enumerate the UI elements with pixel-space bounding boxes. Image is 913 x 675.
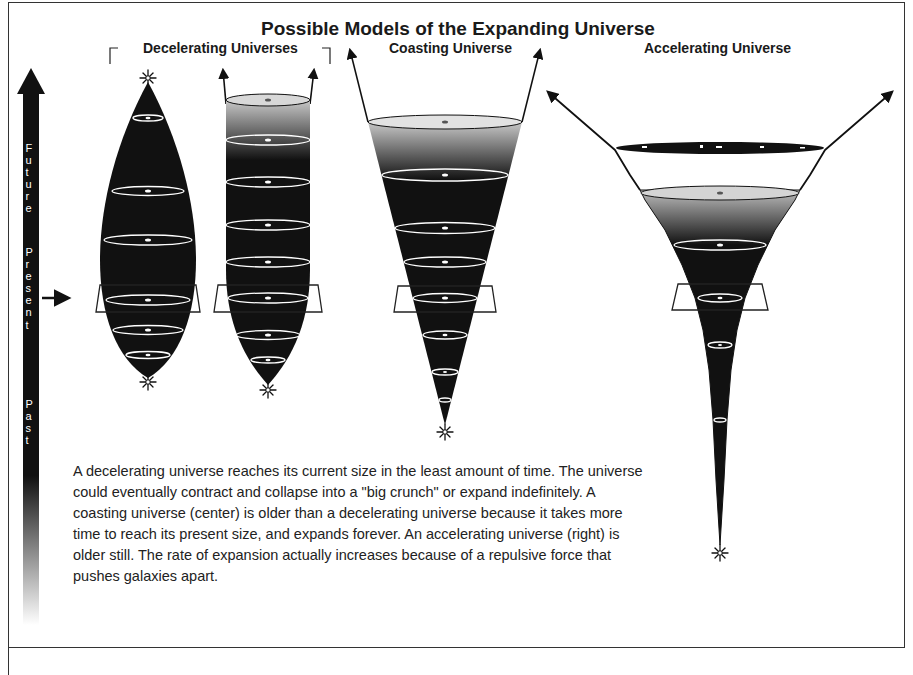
model-heading: Decelerating Universes <box>143 40 298 56</box>
caption-text: A decelerating universe reaches its curr… <box>73 461 648 587</box>
timeline-word: Past <box>26 398 37 446</box>
diagram-title: Possible Models of the Expanding Univers… <box>261 18 655 40</box>
model-heading: Coasting Universe <box>389 40 512 56</box>
timeline-word: Future <box>26 142 37 215</box>
timeline-word: Present <box>26 246 37 331</box>
model-heading: Accelerating Universe <box>644 40 791 56</box>
